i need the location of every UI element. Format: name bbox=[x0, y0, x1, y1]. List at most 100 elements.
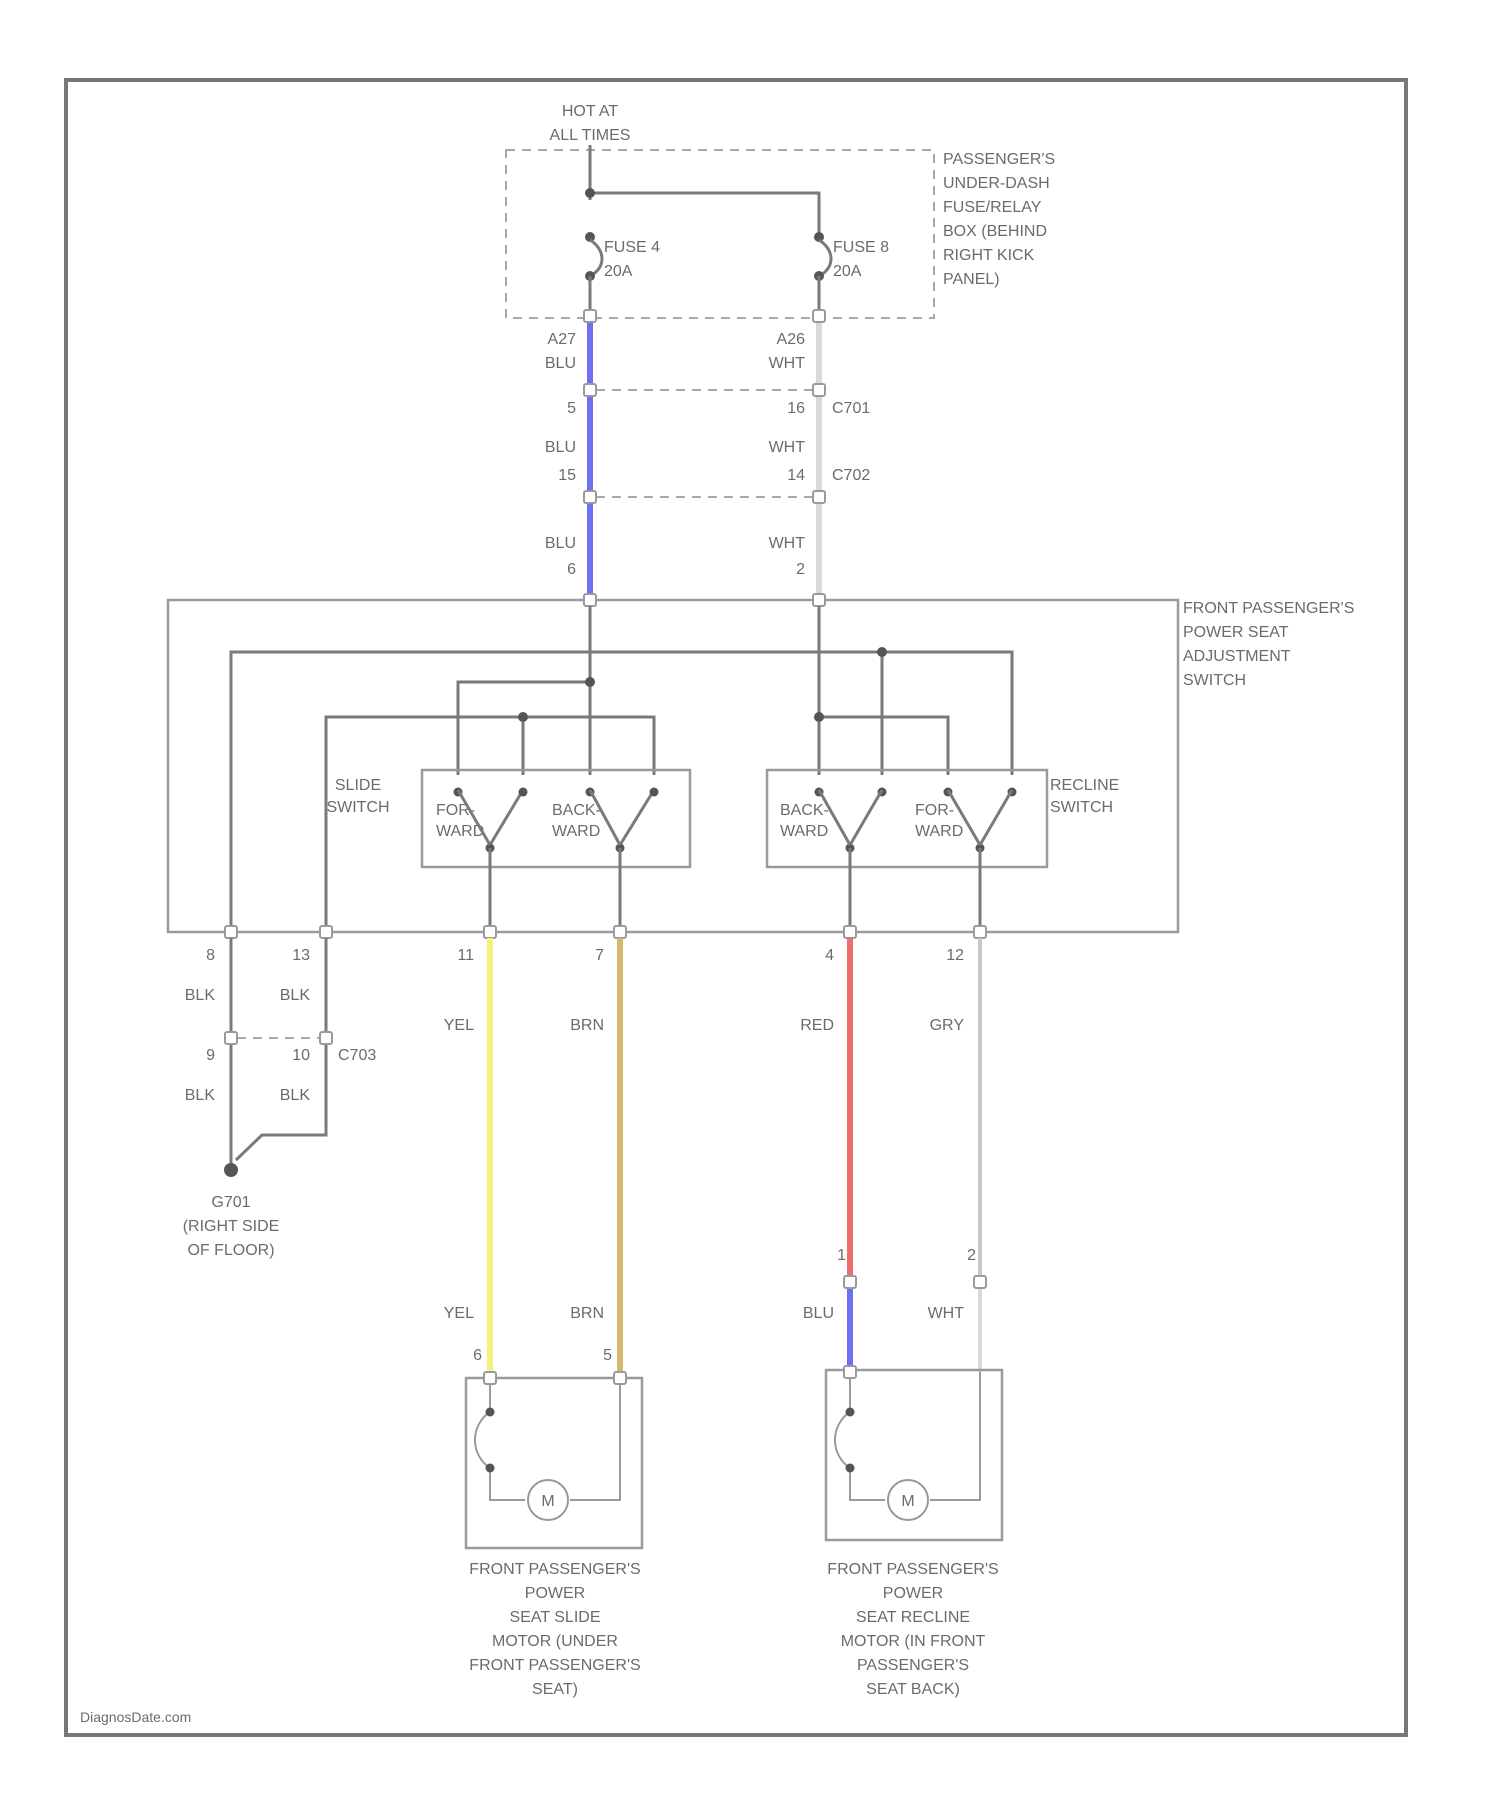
fuse-8-terminal: A26 bbox=[777, 331, 806, 348]
fuse-box-label-line: FUSE/RELAY bbox=[943, 199, 1042, 216]
recline-motor-label-line: SEAT RECLINE bbox=[856, 1609, 970, 1626]
slide-motor-pin-6 bbox=[484, 1372, 496, 1384]
recline-switch-contacts bbox=[815, 788, 1017, 853]
output-pin-label: 11 bbox=[457, 947, 474, 964]
fuse-8-wire-color: WHT bbox=[769, 355, 806, 372]
fuse-8-name: FUSE 8 bbox=[833, 239, 889, 256]
recline-harness-pin-1 bbox=[844, 1276, 856, 1288]
slide-motor-label-line: SEAT) bbox=[532, 1681, 578, 1698]
fuse-box-label: PASSENGER'S UNDER-DASH FUSE/RELAY BOX (B… bbox=[943, 151, 1055, 288]
switch-assembly-label-line: ADJUSTMENT bbox=[1183, 648, 1291, 665]
ground-wire-right bbox=[236, 938, 326, 1160]
c702-left-pin: 15 bbox=[558, 467, 576, 484]
c702-right-pin: 14 bbox=[787, 467, 805, 484]
slide-motor-label-line: FRONT PASSENGER'S bbox=[469, 1657, 640, 1674]
slide-motor-label: FRONT PASSENGER'S POWER SEAT SLIDE MOTOR… bbox=[469, 1561, 640, 1698]
fuse-box-label-line: UNDER-DASH bbox=[943, 175, 1050, 192]
switch-pin-13 bbox=[320, 926, 332, 938]
power-source-label-line1: HOT AT bbox=[562, 103, 619, 120]
feed-left-wire-color-2: BLU bbox=[545, 439, 576, 456]
splice-dot bbox=[877, 647, 887, 657]
c703-right-pin: 10 bbox=[292, 1047, 310, 1064]
ground-right-wire-color-2: BLK bbox=[280, 1087, 311, 1104]
recline-motor-label-line: PASSENGER'S bbox=[857, 1657, 969, 1674]
recline-motor-label-line: SEAT BACK) bbox=[866, 1681, 960, 1698]
ground-location-line1: (RIGHT SIDE bbox=[183, 1218, 280, 1235]
switch-pin-8 bbox=[225, 926, 237, 938]
ground-left-wire-color-2: BLK bbox=[185, 1087, 216, 1104]
c701-name: C701 bbox=[832, 400, 870, 417]
recline-motor-label-line: FRONT PASSENGER'S bbox=[827, 1561, 998, 1578]
recline-motor-pin-1 bbox=[844, 1366, 856, 1378]
c703-pin-left bbox=[225, 1032, 237, 1044]
fuse-box-label-line: PASSENGER'S bbox=[943, 151, 1055, 168]
slide-motor-symbol: M bbox=[541, 1493, 554, 1510]
c701-pin-right bbox=[813, 384, 825, 396]
slide-backward-wire-color-2: BRN bbox=[570, 1305, 604, 1322]
recline-harness-pin-2 bbox=[974, 1276, 986, 1288]
recline-switch-label-line1: RECLINE bbox=[1050, 777, 1119, 794]
c702-pin-right bbox=[813, 491, 825, 503]
seat-adjustment-switch-box bbox=[168, 600, 1178, 932]
switch-assembly-label-line: POWER SEAT bbox=[1183, 624, 1289, 641]
slide-motor-pin-label: 6 bbox=[473, 1347, 482, 1364]
fuse-box-label-line: BOX (BEHIND bbox=[943, 223, 1047, 240]
switch-pin-2 bbox=[813, 594, 825, 606]
slide-motor-box bbox=[466, 1378, 642, 1548]
switch-output-leads bbox=[490, 848, 980, 930]
feed-right-wire-color-2: WHT bbox=[769, 439, 806, 456]
ground-name: G701 bbox=[211, 1194, 250, 1211]
switch-pin-12 bbox=[974, 926, 986, 938]
recline-motor-symbol: M bbox=[901, 1493, 914, 1510]
splice-dot bbox=[585, 677, 595, 687]
fuse-bus-wire bbox=[590, 145, 819, 240]
internal-bus-right bbox=[326, 606, 948, 925]
recline-backward-label-line2: WARD bbox=[780, 823, 828, 840]
recline-backward-wire-color: RED bbox=[800, 1017, 834, 1034]
output-pin-label: 13 bbox=[292, 947, 310, 964]
recline-motor-label-line: MOTOR (IN FRONT bbox=[841, 1633, 986, 1650]
slide-motor-pin-5 bbox=[614, 1372, 626, 1384]
switch-input-pin-left: 6 bbox=[567, 561, 576, 578]
fuse-relay-box bbox=[506, 150, 934, 318]
slide-motor-pin-label: 5 bbox=[603, 1347, 612, 1364]
switch-pin-7 bbox=[614, 926, 626, 938]
recline-backward-label-line1: BACK- bbox=[780, 802, 829, 819]
c701-right-pin: 16 bbox=[787, 400, 805, 417]
slide-backward-wire-color: BRN bbox=[570, 1017, 604, 1034]
fuse-4-terminal: A27 bbox=[548, 331, 577, 348]
slide-switch-label-line2: SWITCH bbox=[326, 799, 389, 816]
fuse-4-rating: 20A bbox=[604, 263, 633, 280]
fuse-box-label-line: PANEL) bbox=[943, 271, 1000, 288]
terminal-a26 bbox=[813, 310, 825, 322]
fuse-4-name: FUSE 4 bbox=[604, 239, 660, 256]
switch-pin-4 bbox=[844, 926, 856, 938]
c702-name: C702 bbox=[832, 467, 870, 484]
recline-switch-label-line2: SWITCH bbox=[1050, 799, 1113, 816]
ground-left-wire-color: BLK bbox=[185, 987, 216, 1004]
recline-forward-lower-wire-color: WHT bbox=[928, 1305, 965, 1322]
fuse-box-label-line: RIGHT KICK bbox=[943, 247, 1035, 264]
splice-dot bbox=[518, 712, 528, 722]
feed-right-wire-color-3: WHT bbox=[769, 535, 806, 552]
recline-forward-wire-color: GRY bbox=[930, 1017, 965, 1034]
recline-motor-label: FRONT PASSENGER'S POWER SEAT RECLINE MOT… bbox=[827, 1561, 998, 1698]
slide-backward-label-line1: BACK- bbox=[552, 802, 601, 819]
recline-forward-label-line1: FOR- bbox=[915, 802, 954, 819]
recline-motor-box bbox=[826, 1370, 1002, 1540]
c703-pin-right bbox=[320, 1032, 332, 1044]
output-pin-label: 4 bbox=[825, 947, 834, 964]
output-pin-label: 8 bbox=[206, 947, 215, 964]
ground-right-wire-color: BLK bbox=[280, 987, 311, 1004]
output-pin-label: 12 bbox=[946, 947, 964, 964]
switch-assembly-label: FRONT PASSENGER'S POWER SEAT ADJUSTMENT … bbox=[1183, 600, 1354, 689]
c701-left-pin: 5 bbox=[567, 400, 576, 417]
fuse-8: FUSE 8 20A bbox=[814, 239, 889, 281]
recline-backward-lower-wire-color: BLU bbox=[803, 1305, 834, 1322]
output-pin-label: 7 bbox=[595, 947, 604, 964]
slide-motor-label-line: POWER bbox=[525, 1585, 585, 1602]
slide-motor-label-line: SEAT SLIDE bbox=[510, 1609, 601, 1626]
slide-switch-label-line1: SLIDE bbox=[335, 777, 381, 794]
slide-switch-contacts bbox=[454, 788, 659, 853]
